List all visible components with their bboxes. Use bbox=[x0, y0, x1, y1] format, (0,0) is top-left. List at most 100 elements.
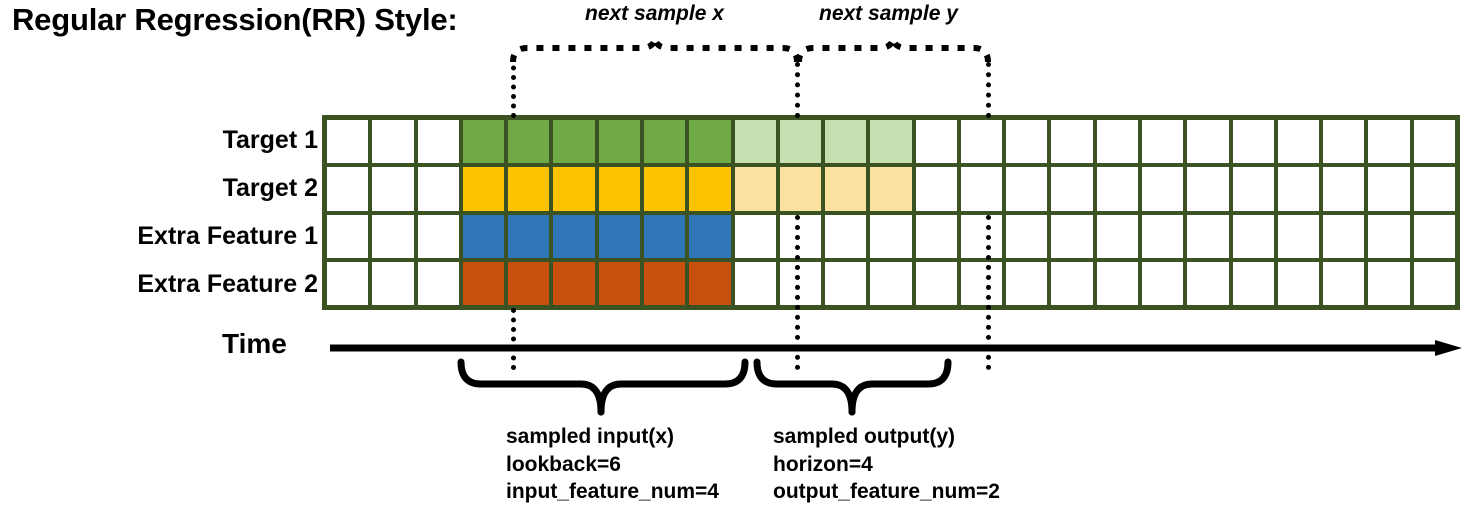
dotted-divider-middle-lower bbox=[795, 215, 800, 370]
row-label-target-1: Target 1 bbox=[222, 126, 318, 154]
cell-empty-r3-c12 bbox=[825, 214, 867, 258]
cell-empty-r2-c3 bbox=[417, 167, 459, 211]
cell-empty-r3-c1 bbox=[327, 214, 369, 258]
cell-empty-r4-c12 bbox=[825, 261, 867, 305]
cell-empty-r2-c21 bbox=[1232, 167, 1274, 211]
dotted-divider-input-start bbox=[511, 56, 516, 118]
cell-input-r2-c6 bbox=[553, 167, 595, 211]
caption-next-sample-x: next sample x bbox=[585, 2, 724, 25]
cell-input-r1-c4 bbox=[462, 120, 505, 164]
cell-empty-r4-c17 bbox=[1051, 261, 1093, 305]
cell-input-r2-c8 bbox=[643, 167, 686, 211]
cell-empty-r2-c14 bbox=[915, 167, 957, 211]
cell-empty-r2-c16 bbox=[1006, 167, 1048, 211]
cell-input-r4-c9 bbox=[689, 261, 731, 305]
caption-sampled-input: sampled input(x) lookback=6 input_featur… bbox=[506, 423, 719, 506]
cell-empty-r1-c23 bbox=[1323, 120, 1365, 164]
cell-input-r1-c8 bbox=[643, 120, 686, 164]
cell-input-r3-c6 bbox=[553, 214, 595, 258]
cell-empty-r2-c22 bbox=[1277, 167, 1320, 211]
cell-empty-r3-c24 bbox=[1368, 214, 1410, 258]
cell-output-r1-c13 bbox=[870, 120, 912, 164]
cell-input-r2-c7 bbox=[598, 167, 640, 211]
cell-empty-r3-c19 bbox=[1142, 214, 1184, 258]
cell-output-r2-c10 bbox=[734, 167, 776, 211]
cell-empty-r4-c25 bbox=[1413, 261, 1455, 305]
dotted-divider-output-end-upper bbox=[986, 62, 991, 118]
cell-empty-r1-c17 bbox=[1051, 120, 1093, 164]
cell-empty-r4-c21 bbox=[1232, 261, 1274, 305]
caption-sampled-input-line1: sampled input(x) bbox=[506, 425, 675, 448]
cell-empty-r1-c25 bbox=[1413, 120, 1455, 164]
cell-empty-r3-c14 bbox=[915, 214, 957, 258]
cell-empty-r2-c25 bbox=[1413, 167, 1455, 211]
cell-empty-r3-c23 bbox=[1323, 214, 1365, 258]
cell-output-r2-c13 bbox=[870, 167, 912, 211]
cell-empty-r3-c16 bbox=[1006, 214, 1048, 258]
cell-input-r2-c9 bbox=[689, 167, 731, 211]
cell-empty-r1-c15 bbox=[960, 120, 1003, 164]
caption-sampled-output-line3: output_feature_num=2 bbox=[773, 480, 1000, 504]
cell-empty-r4-c11 bbox=[779, 261, 822, 305]
cell-empty-r4-c24 bbox=[1368, 261, 1410, 305]
caption-sampled-output-line1: sampled output(y) bbox=[773, 425, 955, 448]
cell-empty-r2-c18 bbox=[1096, 167, 1139, 211]
cell-empty-r1-c18 bbox=[1096, 120, 1139, 164]
cell-empty-r2-c15 bbox=[960, 167, 1003, 211]
dotted-divider-middle-upper bbox=[795, 62, 800, 118]
cell-input-r4-c4 bbox=[462, 261, 505, 305]
cell-empty-r3-c13 bbox=[870, 214, 912, 258]
cell-input-r4-c8 bbox=[643, 261, 686, 305]
cell-input-r1-c9 bbox=[689, 120, 731, 164]
cell-empty-r4-c13 bbox=[870, 261, 912, 305]
cell-output-r2-c11 bbox=[779, 167, 822, 211]
cell-empty-r4-c15 bbox=[960, 261, 1003, 305]
cell-input-r1-c7 bbox=[598, 120, 640, 164]
cell-empty-r3-c17 bbox=[1051, 214, 1093, 258]
page-title: Regular Regression(RR) Style: bbox=[12, 2, 458, 37]
cell-empty-r4-c22 bbox=[1277, 261, 1320, 305]
cell-empty-r4-c18 bbox=[1096, 261, 1139, 305]
cell-empty-r2-c17 bbox=[1051, 167, 1093, 211]
cell-empty-r4-c16 bbox=[1006, 261, 1048, 305]
cell-empty-r3-c20 bbox=[1187, 214, 1229, 258]
cell-empty-r1-c22 bbox=[1277, 120, 1320, 164]
row-label-target-2: Target 2 bbox=[222, 174, 318, 202]
cell-empty-r1-c2 bbox=[372, 120, 414, 164]
cell-empty-r3-c25 bbox=[1413, 214, 1455, 258]
cell-empty-r2-c19 bbox=[1142, 167, 1184, 211]
cell-output-r2-c12 bbox=[825, 167, 867, 211]
time-axis-label: Time bbox=[222, 328, 287, 359]
cell-empty-r4-c10 bbox=[734, 261, 776, 305]
cell-empty-r4-c20 bbox=[1187, 261, 1229, 305]
cell-output-r1-c11 bbox=[779, 120, 822, 164]
cell-empty-r3-c3 bbox=[417, 214, 459, 258]
cell-empty-r4-c14 bbox=[915, 261, 957, 305]
cell-empty-r1-c19 bbox=[1142, 120, 1184, 164]
cell-input-r3-c7 bbox=[598, 214, 640, 258]
time-axis-arrow bbox=[330, 340, 1462, 356]
caption-sampled-input-line3: input_feature_num=4 bbox=[506, 480, 719, 504]
dotted-divider-output-end-lower bbox=[986, 215, 991, 370]
cell-empty-r1-c24 bbox=[1368, 120, 1410, 164]
cell-output-r1-c10 bbox=[734, 120, 776, 164]
cell-empty-r2-c24 bbox=[1368, 167, 1410, 211]
timeseries-grid bbox=[322, 115, 1460, 310]
cell-empty-r2-c20 bbox=[1187, 167, 1229, 211]
cell-input-r4-c5 bbox=[508, 261, 550, 305]
cell-empty-r2-c23 bbox=[1323, 167, 1365, 211]
cell-output-r1-c12 bbox=[825, 120, 867, 164]
cell-empty-r2-c1 bbox=[327, 167, 369, 211]
row-label-extra-feature-2: Extra Feature 2 bbox=[137, 270, 318, 298]
cell-input-r1-c6 bbox=[553, 120, 595, 164]
cell-input-r3-c9 bbox=[689, 214, 731, 258]
cell-empty-r1-c1 bbox=[327, 120, 369, 164]
cell-empty-r3-c18 bbox=[1096, 214, 1139, 258]
cell-empty-r1-c16 bbox=[1006, 120, 1048, 164]
caption-next-sample-y: next sample y bbox=[819, 2, 958, 25]
cell-input-r3-c4 bbox=[462, 214, 505, 258]
cell-empty-r4-c23 bbox=[1323, 261, 1365, 305]
caption-sampled-output-line2: horizon=4 bbox=[773, 452, 873, 476]
row-label-extra-feature-1: Extra Feature 1 bbox=[137, 222, 318, 250]
cell-empty-r4-c19 bbox=[1142, 261, 1184, 305]
